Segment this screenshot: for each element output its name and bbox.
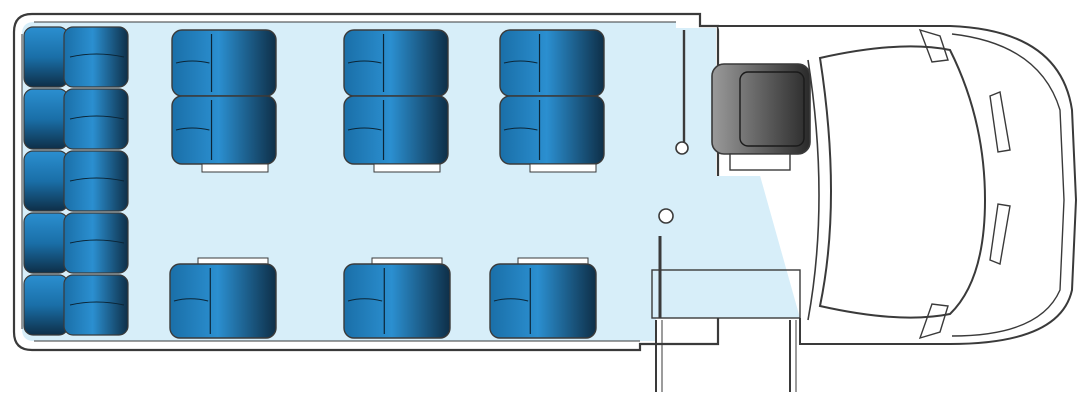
passenger-seat-single <box>343 257 451 339</box>
rear-bench-row <box>23 274 129 336</box>
hood-left-contour <box>951 33 1065 337</box>
windshield <box>818 45 987 319</box>
passenger-seat <box>343 29 449 97</box>
passenger-seats-upper <box>171 29 605 173</box>
rear-bench-row <box>23 88 129 150</box>
rear-bench <box>23 26 129 336</box>
passenger-seat <box>343 95 449 165</box>
passenger-seat-single <box>489 257 597 339</box>
passenger-seat-pair <box>499 29 605 173</box>
seat-base <box>529 163 597 173</box>
grab-rail-knob <box>658 208 674 224</box>
passenger-seat-pair <box>343 29 449 173</box>
headlight-upper <box>989 91 1011 153</box>
rear-bench-row <box>23 212 129 274</box>
passenger-seat-single <box>169 257 277 339</box>
partition-pole-base <box>675 141 689 155</box>
passenger-seat <box>499 29 605 97</box>
passenger-seat-pair <box>171 29 277 173</box>
seat-base <box>201 163 269 173</box>
headlight-lower <box>989 203 1011 265</box>
body-outer-wall <box>12 12 720 352</box>
rear-bench-row <box>23 150 129 212</box>
passenger-seat <box>499 95 605 165</box>
mirror-lower <box>918 303 949 340</box>
passenger-seat <box>489 263 597 339</box>
rear-bench-row <box>23 26 129 88</box>
passenger-seat <box>171 95 277 165</box>
driver-seat <box>711 63 811 171</box>
seat-base <box>373 163 441 173</box>
mirror-upper <box>918 28 949 63</box>
entry-step <box>651 269 801 319</box>
body-inner-wall <box>21 21 676 342</box>
dashboard-line <box>807 59 820 321</box>
passenger-seat <box>169 263 277 339</box>
passenger-seat <box>171 29 277 97</box>
passenger-seats-lower <box>169 257 597 339</box>
passenger-seat <box>343 263 451 339</box>
